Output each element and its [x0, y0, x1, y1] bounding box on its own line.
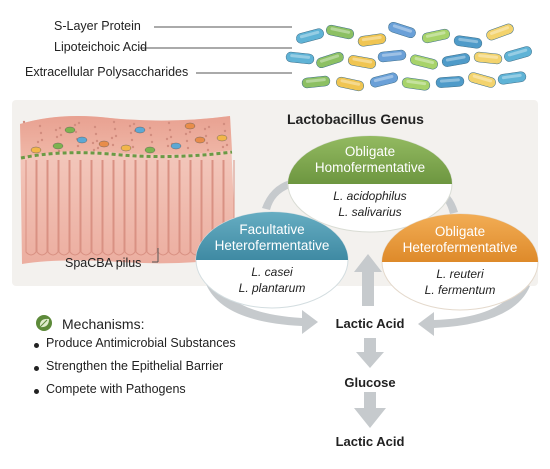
bacteria-cluster: [285, 21, 532, 92]
mechanism-item-antimicrobial: Produce Antimicrobial Substances: [46, 336, 236, 350]
node-title-facultative: Facultative Heterofermentative: [196, 222, 348, 254]
arrow-lactic-up: [354, 254, 382, 306]
microbe: [98, 140, 110, 148]
legend-extracellular-polysaccharides: Extracellular Polysaccharides: [25, 65, 189, 79]
bacterium-rod: [377, 49, 407, 63]
microbe: [30, 146, 42, 154]
bacterium-rod: [410, 54, 438, 70]
node-title-facultative-line2: Heterofermentative: [214, 238, 330, 253]
microbe: [194, 136, 206, 144]
bacterium-rod: [325, 24, 355, 40]
bacterium-rod: [316, 51, 344, 69]
arrow-hetero-to-lactic: [418, 282, 530, 336]
bacterium-rod: [347, 55, 377, 69]
lactic-acid-top: Lactic Acid: [335, 316, 405, 331]
epithelium-illustration: [20, 116, 236, 264]
node-title-obligate-hetero: Obligate Heterofermentative: [382, 224, 538, 256]
microbe: [52, 142, 64, 150]
species-l-acidophilus: L. acidophilus: [333, 189, 407, 203]
species-l-salivarius: L. salivarius: [338, 205, 402, 219]
bacterium-rod: [441, 53, 471, 67]
card-title: Lactobacillus Genus: [287, 111, 424, 127]
microbe: [144, 146, 156, 154]
species-l-casei: L. casei: [251, 265, 293, 279]
bacterium-rod: [473, 51, 503, 65]
bacterium-rod: [497, 71, 527, 85]
node-facultative-heterofermentative: [195, 211, 349, 309]
glucose-label: Glucose: [344, 375, 396, 390]
microbe: [184, 122, 196, 130]
bacterium-rod: [388, 21, 416, 39]
bacterium-rod: [285, 51, 315, 65]
pilus-label: SpaCBA pilus: [65, 256, 142, 270]
bacterium-rod: [370, 72, 398, 88]
bacterium-rod: [435, 76, 465, 88]
microbe: [216, 134, 228, 142]
node-obligate-homofermentative: [287, 135, 453, 233]
node-title-obligate-hetero-line2: Heterofermentative: [402, 240, 518, 255]
microbe: [120, 144, 132, 152]
node-title-facultative-line1: Facultative: [239, 222, 305, 237]
bacterium-rod: [486, 23, 514, 41]
legend-leaders: [140, 26, 292, 74]
bacterium-rod: [504, 46, 532, 62]
bacterium-rod: [453, 35, 483, 49]
mechanism-item-barrier: Strengthen the Epithelial Barrier: [46, 359, 224, 373]
mechanisms-title: Mechanisms:: [62, 316, 145, 332]
microbe: [64, 126, 76, 134]
node-title-obligate-hetero-line1: Obligate: [434, 224, 486, 239]
bacterium-rod: [401, 77, 431, 91]
microbe: [134, 126, 146, 134]
bacterium-rod: [301, 75, 331, 89]
lactic-acid-bottom: Lactic Acid: [335, 434, 405, 449]
species-facultative: L. casei L. plantarum: [196, 264, 348, 296]
bacterium-rod: [296, 28, 324, 44]
bullet: [34, 343, 39, 348]
node-title-obligate-homo: Obligate Homofermentative: [288, 144, 452, 176]
microbe: [76, 136, 88, 144]
species-obligate-homo: L. acidophilus L. salivarius: [288, 188, 452, 220]
arrow-lactic-to-glucose: [356, 338, 384, 368]
node-obligate-heterofermentative: [381, 213, 539, 311]
bacterium-rod: [421, 28, 451, 44]
leaf-icon: [36, 315, 52, 331]
legend-lipoteichoic-acid: Lipoteichoic Acid: [54, 40, 148, 54]
bullet: [34, 389, 39, 394]
species-l-reuteri: L. reuteri: [436, 267, 484, 281]
microbe: [170, 142, 182, 150]
arrow-glucose-to-lactic: [354, 392, 386, 428]
legend-s-layer-protein: S-Layer Protein: [54, 19, 141, 33]
bullet: [34, 366, 39, 371]
species-obligate-hetero: L. reuteri L. fermentum: [382, 266, 538, 298]
species-l-plantarum: L. plantarum: [238, 281, 306, 295]
bacterium-rod: [468, 72, 496, 88]
mechanism-item-compete: Compete with Pathogens: [46, 382, 186, 396]
node-title-obligate-homo-line2: Homofermentative: [314, 160, 426, 175]
bacterium-rod: [357, 33, 387, 47]
node-title-obligate-homo-line1: Obligate: [344, 144, 396, 159]
bacterium-rod: [335, 76, 365, 92]
arrow-facultative-to-lactic: [206, 280, 318, 334]
species-l-fermentum: L. fermentum: [424, 283, 496, 297]
